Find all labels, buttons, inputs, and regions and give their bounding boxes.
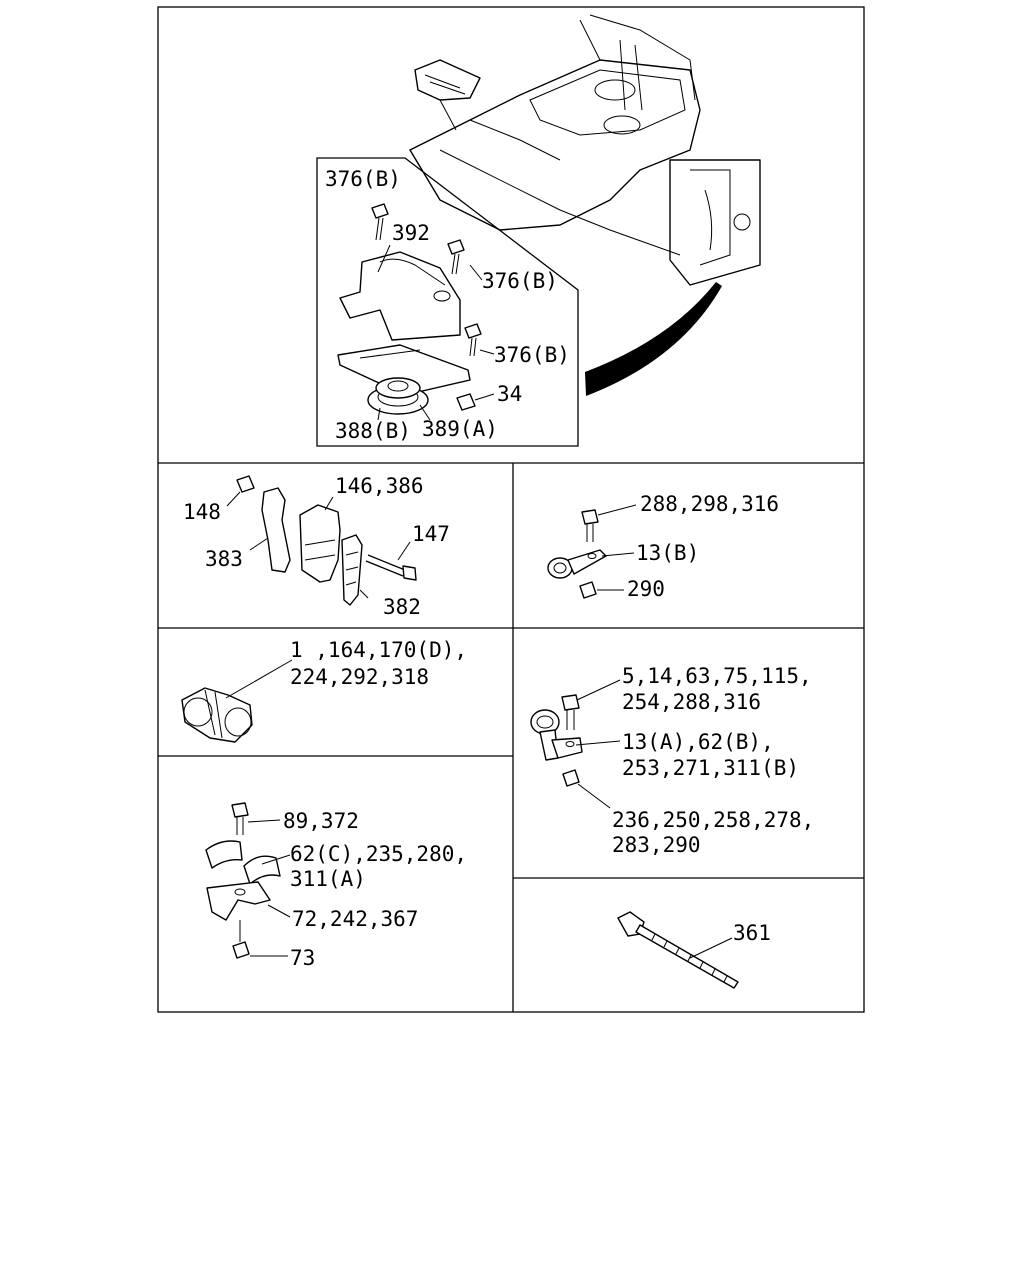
engine-mount-bracket-assembly [337, 203, 495, 421]
label-13a-62b: 13(A),62(B), [622, 730, 774, 754]
panel-frames [157, 6, 865, 1013]
bolt-icon [464, 323, 482, 357]
label-1-164-170d: 1 ,164,170(D), [290, 638, 467, 662]
cable-tie-parts [617, 911, 739, 989]
label-383: 383 [205, 547, 243, 571]
double-clip-labels: 1 ,164,170(D), 224,292,318 [290, 638, 467, 689]
label-290: 290 [627, 577, 665, 601]
label-388b: 388(B) [335, 419, 411, 443]
label-254-288-316: 254,288,316 [622, 690, 761, 714]
double-clip-parts [181, 659, 293, 743]
saddle-clamp-parts [205, 802, 291, 959]
label-148: 148 [183, 500, 221, 524]
bolt-icon [447, 239, 465, 275]
label-382: 382 [383, 595, 421, 619]
cable-tie-labels: 361 [733, 921, 771, 945]
label-288-298-316: 288,298,316 [640, 492, 779, 516]
label-224-292-318: 224,292,318 [290, 665, 429, 689]
label-361: 361 [733, 921, 771, 945]
label-311a: 311(A) [290, 867, 366, 891]
label-147: 147 [412, 522, 450, 546]
bolt-icon [561, 694, 580, 730]
clip-assembly-labels: 148 146,386 147 383 382 [183, 474, 450, 619]
bolt-icon [365, 554, 417, 581]
bolt-icon [371, 203, 389, 241]
label-34: 34 [497, 382, 522, 406]
label-389a: 389(A) [422, 417, 498, 441]
small-p-clip-parts [547, 504, 637, 599]
label-392: 392 [392, 221, 430, 245]
bolt-icon [231, 802, 249, 835]
nut-icon [236, 475, 255, 493]
saddle-clamp-labels: 89,372 62(C),235,280, 311(A) 72,242,367 … [283, 809, 467, 970]
bolt-icon [581, 509, 599, 542]
label-13b: 13(B) [636, 541, 699, 565]
label-236-250-258-278: 236,250,258,278, [612, 808, 814, 832]
detail-callout-box [316, 157, 579, 447]
label-253-271-311b: 253,271,311(B) [622, 756, 799, 780]
label-376b-top: 376(B) [325, 167, 401, 191]
label-62c-235-280: 62(C),235,280, [290, 842, 467, 866]
label-376b-lower: 376(B) [494, 343, 570, 367]
nut-icon [232, 941, 250, 959]
clip-assembly-parts [226, 475, 417, 606]
nut-icon [456, 393, 476, 411]
label-283-290: 283,290 [612, 833, 701, 857]
label-376b-right: 376(B) [482, 269, 558, 293]
nut-icon [562, 769, 580, 787]
label-72-242-367: 72,242,367 [292, 907, 418, 931]
main-panel-labels: 376(B) 392 376(B) 376(B) 34 388(B) 389(A… [325, 167, 570, 443]
small-p-clip-labels: 288,298,316 13(B) 290 [627, 492, 779, 601]
large-p-clip-parts [530, 679, 621, 809]
label-146-386: 146,386 [335, 474, 424, 498]
label-73: 73 [290, 946, 315, 970]
vehicle-context-illustration [409, 14, 761, 396]
label-5-14-63-75-115: 5,14,63,75,115, [622, 664, 812, 688]
nut-icon [579, 581, 597, 599]
label-89-372: 89,372 [283, 809, 359, 833]
large-p-clip-labels: 5,14,63,75,115, 254,288,316 13(A),62(B),… [612, 664, 814, 857]
